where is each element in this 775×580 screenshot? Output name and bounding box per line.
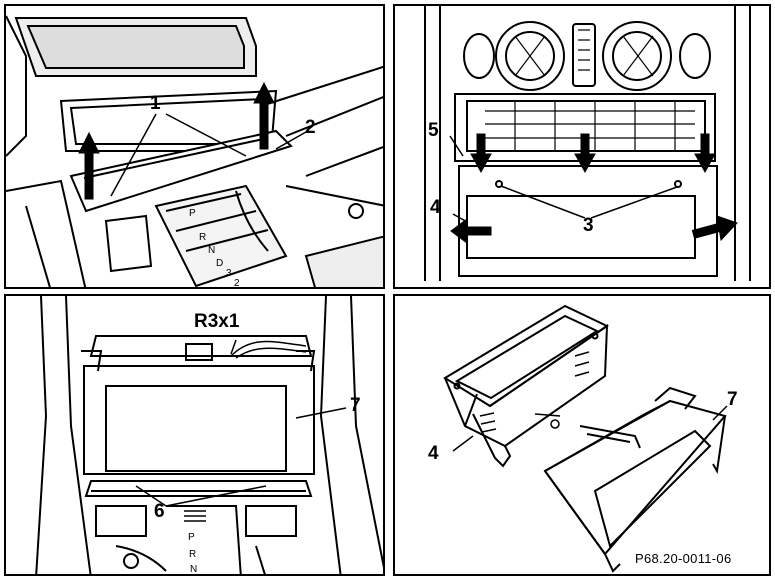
callout-6: 6: [154, 501, 165, 522]
panel3-drawing: [35, 296, 383, 574]
panel-remove-tray-insert: 5 4 3: [393, 4, 771, 289]
gear-r: R: [199, 232, 207, 243]
gear-r: R: [189, 549, 197, 560]
panel-disconnect-connector: R3x1 7 6 P R N: [4, 294, 385, 576]
gear-2: 2: [234, 278, 240, 289]
panel4-drawing: [443, 304, 728, 573]
panel1-drawing: [6, 15, 383, 287]
callout-1: 1: [150, 93, 161, 114]
gear-p: P: [189, 208, 196, 219]
callout-r3x1: R3x1: [194, 311, 240, 332]
figure-code: P68.20-0011-06: [635, 551, 732, 566]
gear-d: D: [216, 258, 224, 269]
callout-4: 4: [428, 443, 439, 464]
callout-5: 5: [428, 120, 439, 141]
gear-n: N: [208, 245, 216, 256]
panel-separate-tray-parts: 4 7 P68.20-0011-06: [393, 294, 771, 576]
callout-3: 3: [583, 215, 594, 236]
gear-3: 3: [226, 268, 232, 279]
gear-n: N: [190, 564, 198, 575]
panel-remove-tray-cover: 1 2 P R N D 3 2: [4, 4, 385, 289]
callout-7: 7: [727, 389, 738, 410]
callout-2: 2: [305, 117, 316, 138]
callout-4: 4: [430, 197, 441, 218]
panel2-drawing: [424, 6, 751, 281]
gear-p: P: [188, 532, 195, 543]
callout-7: 7: [350, 395, 361, 416]
